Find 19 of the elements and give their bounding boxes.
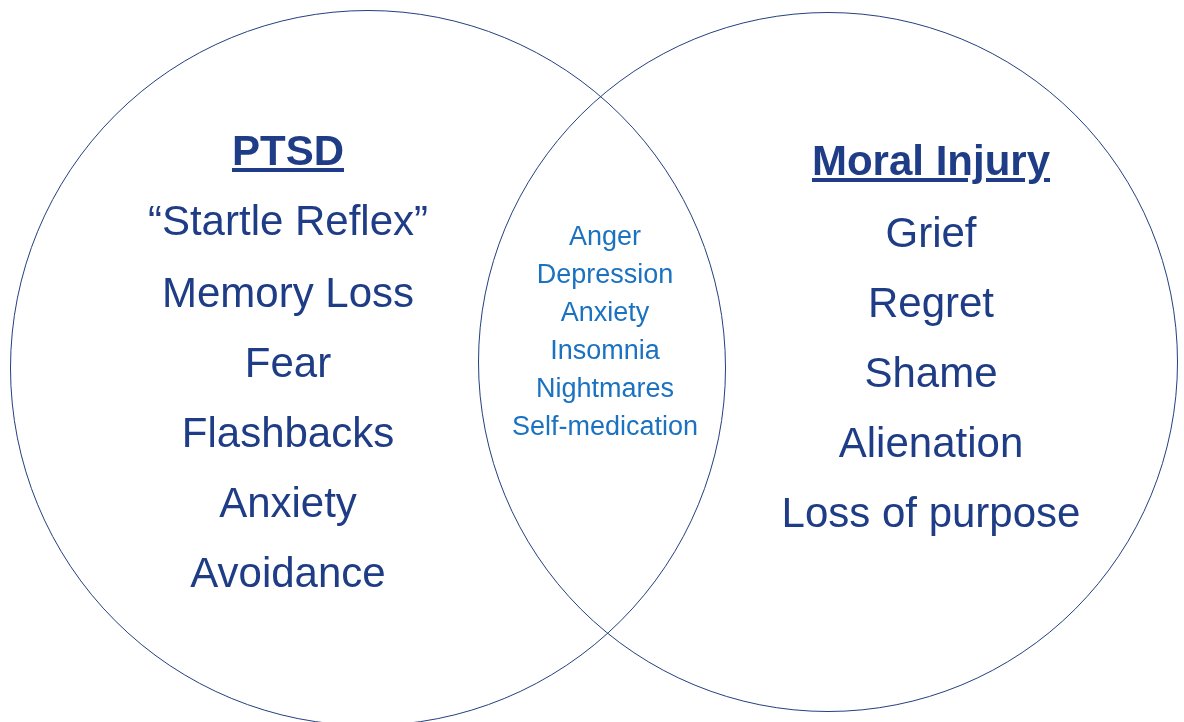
overlap-item: Insomnia bbox=[549, 334, 661, 367]
list-item: Grief bbox=[884, 208, 978, 258]
list-item: Fear bbox=[243, 338, 333, 388]
circle-heading: Moral Injury bbox=[810, 136, 1051, 186]
list-item: Anxiety bbox=[218, 478, 358, 528]
list-item: Flashbacks bbox=[180, 408, 396, 458]
overlap-item: Nightmares bbox=[534, 372, 675, 405]
list-item: Shame bbox=[863, 348, 999, 398]
overlap-item: Self-medication bbox=[510, 410, 700, 443]
circle-heading: PTSD bbox=[231, 126, 345, 176]
list-item: Memory Loss bbox=[160, 268, 416, 318]
overlap-item: Depression bbox=[535, 258, 675, 291]
list-item: “Startle Reflex” bbox=[146, 196, 430, 246]
list-item: Alienation bbox=[837, 418, 1025, 468]
list-item: Loss of purpose bbox=[780, 488, 1082, 538]
list-item: Regret bbox=[866, 278, 996, 328]
list-item: Avoidance bbox=[189, 548, 387, 598]
overlap-item: Anxiety bbox=[559, 296, 651, 329]
overlap-item: Anger bbox=[567, 220, 643, 253]
